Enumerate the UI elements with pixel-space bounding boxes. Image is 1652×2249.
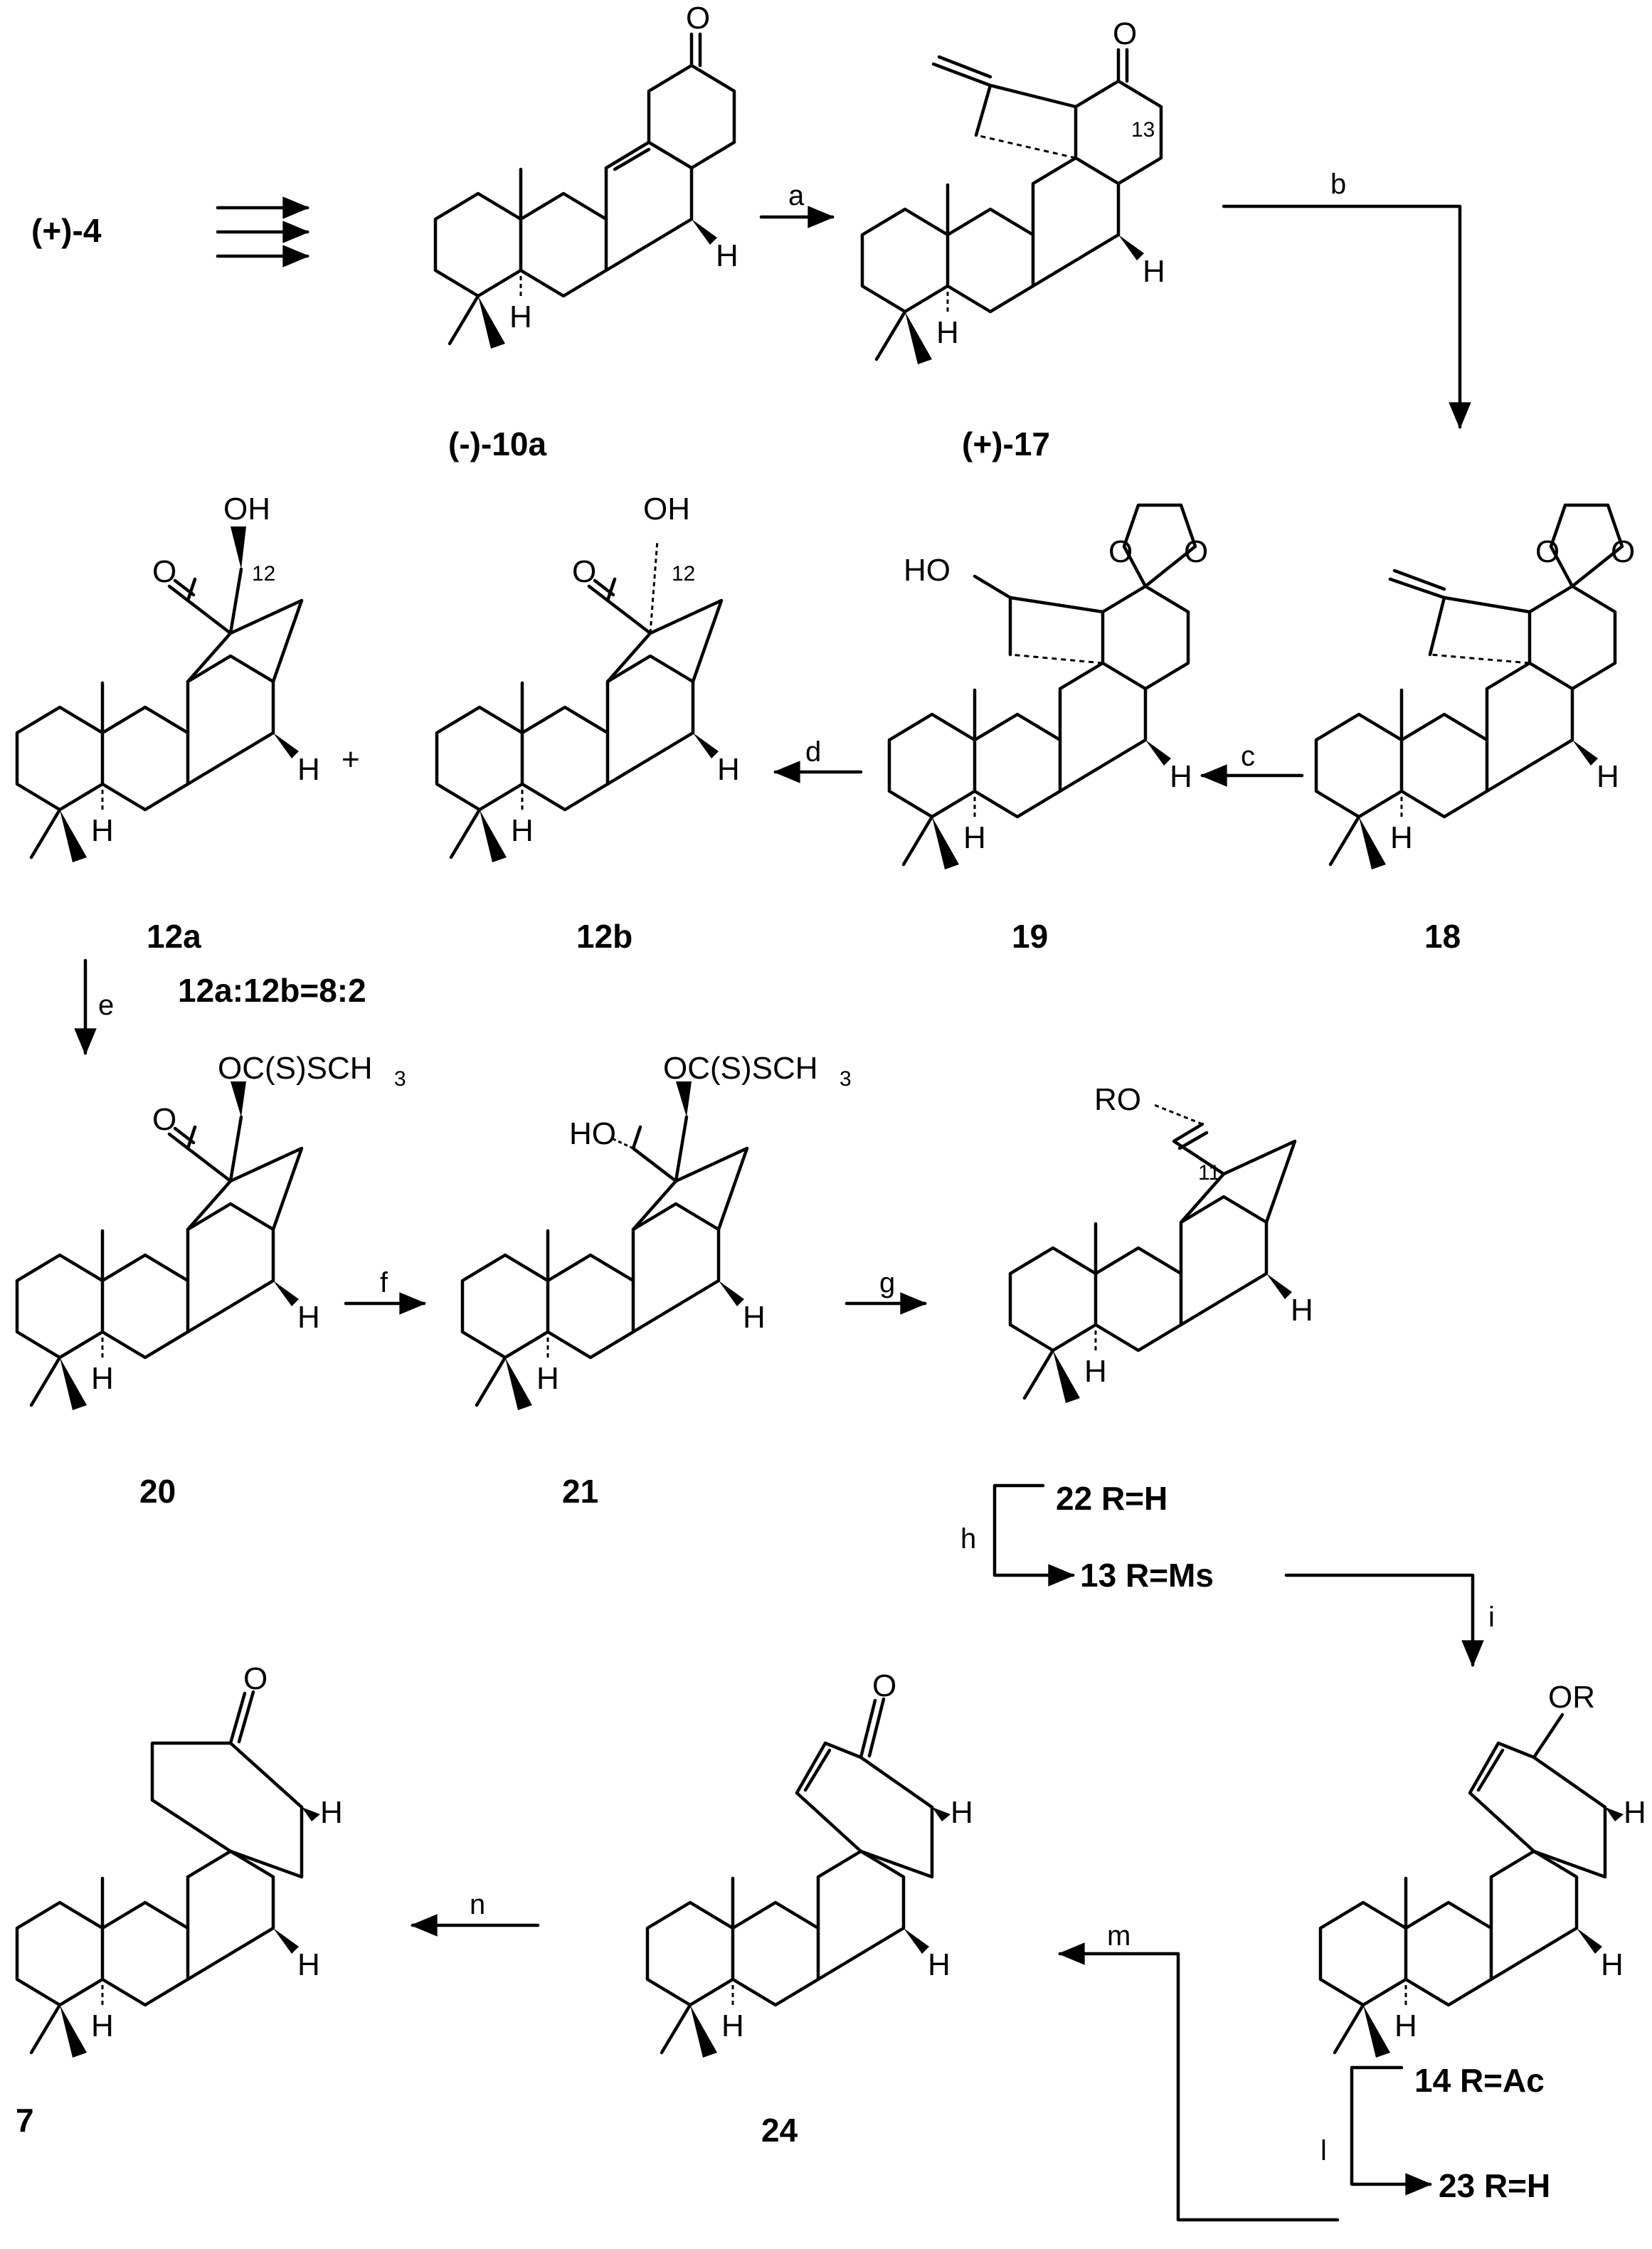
svg-text:O: O <box>152 554 176 589</box>
svg-text:O: O <box>572 554 596 589</box>
ratio-label: 12a:12b=8:2 <box>178 972 366 1009</box>
structure-20: O OC(S)SCH 3 H <box>17 1051 406 1410</box>
label-20: 20 <box>139 1473 176 1510</box>
step-h-label: h <box>960 1523 976 1555</box>
svg-text:H: H <box>297 1300 320 1335</box>
structure-24: O H H <box>647 1668 973 2058</box>
svg-text:O: O <box>686 1 710 36</box>
svg-text:11: 11 <box>1198 1161 1220 1185</box>
svg-text:H: H <box>1170 759 1192 794</box>
structure-10a: O H <box>435 1 738 349</box>
svg-text:3: 3 <box>840 1067 852 1091</box>
svg-text:H: H <box>320 1795 343 1830</box>
step-g-label: g <box>879 1267 895 1298</box>
svg-text:H: H <box>297 1947 320 1982</box>
structure-7: O H H <box>17 1661 343 2058</box>
step-c-label: c <box>1241 741 1255 772</box>
step-a-label: a <box>788 180 805 211</box>
label-7: 7 <box>16 2102 34 2139</box>
plus-sign: + <box>341 742 360 777</box>
step-m-label: m <box>1107 1920 1131 1952</box>
step-b-label: b <box>1330 169 1346 200</box>
label-18: 18 <box>1424 918 1461 955</box>
step-f-label: f <box>380 1267 388 1298</box>
step-d-label: d <box>805 736 821 768</box>
step-i-label: i <box>1488 1602 1495 1633</box>
svg-text:12: 12 <box>672 562 695 586</box>
structure-12a: O OH 12 H <box>17 492 320 862</box>
svg-text:OC(S)SCH: OC(S)SCH <box>218 1051 373 1086</box>
svg-text:HO: HO <box>904 553 951 588</box>
structure-17: O 13 H <box>862 16 1165 364</box>
label-24: 24 <box>761 2112 798 2149</box>
structure-12b: O OH 12 H <box>437 492 740 862</box>
svg-text:O: O <box>243 1661 268 1696</box>
svg-text:OH: OH <box>643 492 690 526</box>
svg-text:H: H <box>716 238 738 273</box>
svg-text:H: H <box>1624 1795 1646 1830</box>
step-e-label: e <box>98 990 114 1021</box>
structure-22: RO 11 H <box>1010 1082 1313 1403</box>
label-12a: 12a <box>147 918 201 955</box>
step-n-label: n <box>470 1889 485 1920</box>
svg-text:O: O <box>1113 16 1137 51</box>
svg-text:OC(S)SCH: OC(S)SCH <box>663 1051 818 1086</box>
svg-text:H: H <box>1601 1947 1624 1982</box>
label-22: 22 R=H <box>1056 1480 1167 1517</box>
multistep-arrows <box>216 196 310 268</box>
svg-text:O: O <box>1108 534 1133 569</box>
svg-text:OH: OH <box>223 492 270 526</box>
svg-text:H: H <box>743 1300 766 1335</box>
label-23: 23 R=H <box>1439 2167 1550 2204</box>
svg-text:H: H <box>1597 759 1619 794</box>
structure-18: O O H <box>1316 503 1635 869</box>
label-17: (+)-17 <box>962 425 1050 462</box>
label-21: 21 <box>562 1473 598 1510</box>
label-10a: (-)-10a <box>448 425 546 462</box>
structure-19: O O HO H <box>889 503 1208 869</box>
svg-text:13: 13 <box>1131 118 1155 142</box>
svg-text:O: O <box>1184 534 1208 569</box>
svg-text:H: H <box>297 752 320 787</box>
svg-text:H: H <box>928 1947 951 1982</box>
svg-text:O: O <box>152 1102 176 1137</box>
svg-text:RO: RO <box>1094 1082 1141 1117</box>
svg-text:H: H <box>1291 1293 1313 1328</box>
structure-21: HO OC(S)SCH 3 H <box>462 1051 852 1410</box>
structure-14: OR H H <box>1320 1680 1646 2058</box>
svg-text:12: 12 <box>252 562 275 586</box>
svg-text:O: O <box>1535 534 1560 569</box>
label-12b: 12b <box>576 918 632 955</box>
svg-text:OR: OR <box>1548 1680 1595 1715</box>
label-14: 14 R=Ac <box>1414 2062 1545 2099</box>
label-19: 19 <box>1012 918 1048 955</box>
svg-text:O: O <box>1611 534 1635 569</box>
svg-text:HO: HO <box>569 1116 616 1151</box>
svg-text:H: H <box>717 752 740 787</box>
svg-text:O: O <box>872 1668 896 1703</box>
svg-text:H: H <box>1143 254 1165 289</box>
step-l-label: l <box>1320 2135 1327 2166</box>
starting-material-label: (+)-4 <box>31 212 102 249</box>
svg-text:3: 3 <box>394 1067 406 1091</box>
label-13: 13 R=Ms <box>1080 1557 1214 1594</box>
svg-text:H: H <box>951 1795 973 1830</box>
